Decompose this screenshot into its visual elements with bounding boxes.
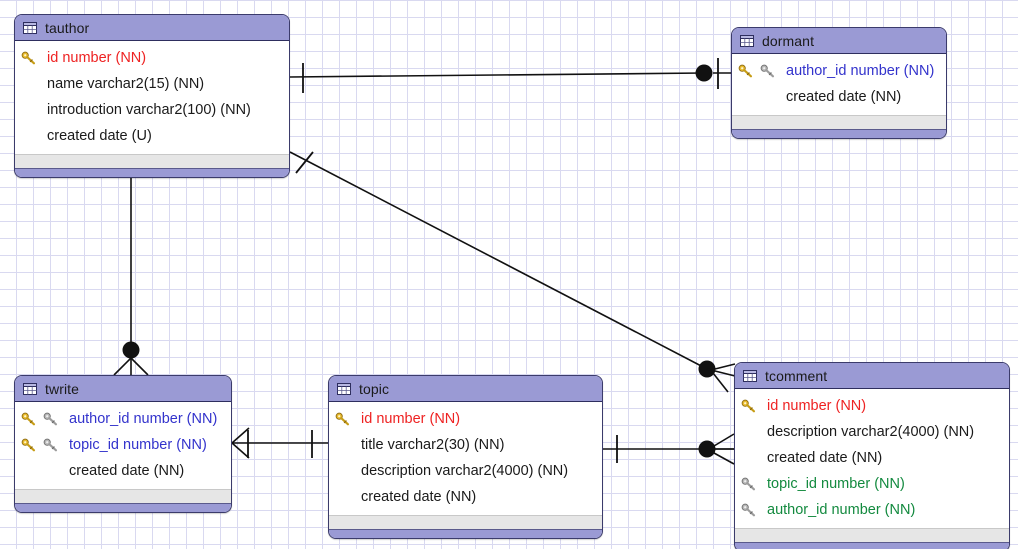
attribute-label: description varchar2(4000) (NN) bbox=[767, 424, 975, 440]
relationship-tauthor-tcomment[interactable] bbox=[289, 151, 736, 393]
foreign-key-icon bbox=[43, 411, 65, 427]
attribute-label: name varchar2(15) (NN) bbox=[47, 76, 205, 92]
primary-key-icon bbox=[21, 411, 43, 427]
entity-name: dormant bbox=[762, 32, 815, 49]
entity-name: topic bbox=[359, 380, 390, 397]
entity-topic[interactable]: topic id number (NN) title varchar2(30) … bbox=[328, 375, 603, 539]
entity-name: tcomment bbox=[765, 367, 828, 384]
attribute-label: introduction varchar2(100) (NN) bbox=[47, 102, 251, 118]
no-key-placeholder bbox=[21, 76, 43, 92]
entity-attributes: author_id number (NN) created date (NN) bbox=[732, 54, 946, 115]
no-key-placeholder bbox=[335, 437, 357, 453]
entity-name: twrite bbox=[45, 380, 80, 397]
attribute-label: created date (NN) bbox=[767, 450, 883, 466]
attribute-row[interactable]: description varchar2(4000) (NN) bbox=[735, 419, 1009, 445]
no-key-placeholder bbox=[741, 424, 763, 440]
entity-tcomment[interactable]: tcomment id number (NN) description varc… bbox=[734, 362, 1010, 549]
attribute-row[interactable]: description varchar2(4000) (NN) bbox=[329, 458, 602, 484]
primary-key-icon bbox=[741, 398, 763, 414]
entity-bottom-band bbox=[732, 129, 946, 138]
table-icon bbox=[743, 369, 757, 382]
entity-dormant[interactable]: dormant bbox=[731, 27, 947, 139]
entity-attributes: id number (NN) title varchar2(30) (NN) d… bbox=[329, 402, 602, 515]
primary-key-icon bbox=[21, 50, 43, 66]
foreign-key-icon bbox=[741, 476, 763, 492]
foreign-key-icon bbox=[760, 63, 782, 79]
entity-header: dormant bbox=[732, 28, 946, 54]
no-key-placeholder bbox=[43, 463, 65, 479]
attribute-label: created date (NN) bbox=[69, 463, 185, 479]
entity-bottom-band bbox=[15, 503, 231, 512]
no-key-placeholder bbox=[741, 450, 763, 466]
attribute-label: description varchar2(4000) (NN) bbox=[361, 463, 569, 479]
attribute-row[interactable]: introduction varchar2(100) (NN) bbox=[15, 97, 289, 123]
attribute-row[interactable]: topic_id number (NN) bbox=[15, 432, 231, 458]
entity-bottom-band bbox=[329, 529, 602, 538]
entity-bottom-band bbox=[15, 168, 289, 177]
no-key-placeholder bbox=[738, 89, 760, 105]
no-key-placeholder bbox=[21, 128, 43, 144]
relationship-topic-tcomment[interactable] bbox=[603, 433, 735, 465]
entity-header: tauthor bbox=[15, 15, 289, 41]
relationship-twrite-topic[interactable] bbox=[231, 427, 328, 459]
attribute-row[interactable]: id number (NN) bbox=[15, 45, 289, 71]
attribute-label: created date (NN) bbox=[786, 89, 902, 105]
attribute-row[interactable]: topic_id number (NN) bbox=[735, 471, 1009, 497]
entity-footer bbox=[15, 489, 231, 503]
entity-attributes: id number (NN) description varchar2(4000… bbox=[735, 389, 1009, 528]
attribute-label: title varchar2(30) (NN) bbox=[361, 437, 505, 453]
attribute-row[interactable]: id number (NN) bbox=[329, 406, 602, 432]
attribute-row[interactable]: created date (NN) bbox=[15, 458, 231, 484]
attribute-label: created date (U) bbox=[47, 128, 152, 144]
entity-header: topic bbox=[329, 376, 602, 402]
no-key-placeholder bbox=[21, 102, 43, 118]
entity-header: twrite bbox=[15, 376, 231, 402]
entity-bottom-band bbox=[735, 542, 1009, 549]
attribute-row[interactable]: author_id number (NN) bbox=[735, 497, 1009, 523]
attribute-label: id number (NN) bbox=[767, 398, 867, 414]
table-icon bbox=[740, 34, 754, 47]
attribute-row[interactable]: created date (NN) bbox=[732, 84, 946, 110]
attribute-row[interactable]: title varchar2(30) (NN) bbox=[329, 432, 602, 458]
primary-key-icon bbox=[738, 63, 760, 79]
attribute-row[interactable]: author_id number (NN) bbox=[15, 406, 231, 432]
attribute-label: topic_id number (NN) bbox=[767, 476, 905, 492]
entity-footer bbox=[732, 115, 946, 129]
entity-name: tauthor bbox=[45, 19, 90, 36]
entity-footer bbox=[329, 515, 602, 529]
attribute-label: topic_id number (NN) bbox=[69, 437, 207, 453]
attribute-label: id number (NN) bbox=[361, 411, 461, 427]
table-icon bbox=[23, 382, 37, 395]
attribute-row[interactable]: created date (NN) bbox=[329, 484, 602, 510]
relationship-tauthor-twrite[interactable] bbox=[113, 158, 149, 377]
primary-key-icon bbox=[335, 411, 357, 427]
attribute-label: created date (NN) bbox=[361, 489, 477, 505]
entity-footer bbox=[15, 154, 289, 168]
attribute-label: author_id number (NN) bbox=[786, 63, 935, 79]
attribute-label: id number (NN) bbox=[47, 50, 147, 66]
attribute-row[interactable]: author_id number (NN) bbox=[732, 58, 946, 84]
entity-attributes: id number (NN) name varchar2(15) (NN) in… bbox=[15, 41, 289, 154]
attribute-row[interactable]: created date (U) bbox=[15, 123, 289, 149]
attribute-label: author_id number (NN) bbox=[767, 502, 916, 518]
relationship-tauthor-dormant[interactable] bbox=[289, 58, 731, 93]
entity-header: tcomment bbox=[735, 363, 1009, 389]
table-icon bbox=[23, 21, 37, 34]
primary-key-icon bbox=[21, 437, 43, 453]
no-key-placeholder bbox=[21, 463, 43, 479]
foreign-key-icon bbox=[741, 502, 763, 518]
no-key-placeholder bbox=[760, 89, 782, 105]
attribute-row[interactable]: id number (NN) bbox=[735, 393, 1009, 419]
attribute-row[interactable]: created date (NN) bbox=[735, 445, 1009, 471]
no-key-placeholder bbox=[335, 463, 357, 479]
attribute-label: author_id number (NN) bbox=[69, 411, 218, 427]
entity-twrite[interactable]: twrite bbox=[14, 375, 232, 513]
table-icon bbox=[337, 382, 351, 395]
no-key-placeholder bbox=[335, 489, 357, 505]
entity-tauthor[interactable]: tauthor id number (NN) name varchar2(15)… bbox=[14, 14, 290, 178]
attribute-row[interactable]: name varchar2(15) (NN) bbox=[15, 71, 289, 97]
entity-footer bbox=[735, 528, 1009, 542]
entity-attributes: author_id number (NN) bbox=[15, 402, 231, 489]
foreign-key-icon bbox=[43, 437, 65, 453]
